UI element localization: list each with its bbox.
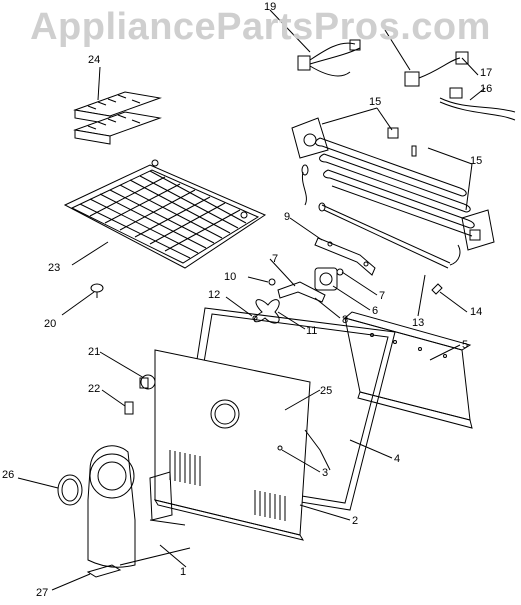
callout-13: 13 <box>412 317 424 329</box>
callout-15a: 15 <box>369 96 381 108</box>
clip-drawing <box>124 401 134 415</box>
callout-6: 6 <box>372 305 378 317</box>
shelf-bumper-drawing <box>90 283 104 298</box>
callout-15b: 15 <box>470 155 482 167</box>
callout-labels: 1 2 3 4 5 6 7 7 8 9 10 11 12 13 14 15 15… <box>2 1 492 599</box>
callout-16: 16 <box>480 83 492 95</box>
callout-12: 12 <box>208 289 220 301</box>
callout-23: 23 <box>48 262 60 274</box>
motor-bracket-drawing <box>277 281 326 303</box>
callout-7b: 7 <box>379 290 385 302</box>
callout-14: 14 <box>470 306 482 318</box>
callout-19: 19 <box>264 1 276 13</box>
defrost-heater-drawing <box>318 202 461 269</box>
callout-24: 24 <box>88 54 100 66</box>
callout-25: 25 <box>320 385 332 397</box>
callout-22: 22 <box>88 383 100 395</box>
evaporator-drawing <box>291 117 495 251</box>
callout-17: 17 <box>480 67 492 79</box>
wire-shelf-drawing <box>63 159 267 269</box>
fan-bracket-drawing <box>314 237 376 276</box>
fan-shroud-drawing <box>87 445 191 568</box>
callout-11: 11 <box>306 325 317 337</box>
heater-clip-drawing <box>431 283 443 295</box>
callout-9: 9 <box>284 211 290 223</box>
fan-ring-drawing <box>57 474 83 506</box>
defrost-harness-drawing <box>404 51 516 121</box>
callout-10: 10 <box>224 271 236 283</box>
callout-21: 21 <box>88 346 100 358</box>
rear-panel-drawing <box>153 349 331 541</box>
callout-27: 27 <box>36 587 48 599</box>
grille-drawing <box>86 564 122 578</box>
channel-drawing <box>343 311 473 429</box>
callout-26: 26 <box>2 469 14 481</box>
fan-motor-drawing <box>314 267 344 291</box>
watermark-logo: AppliancePartsPros.com <box>30 6 491 48</box>
callout-4: 4 <box>394 453 400 465</box>
callout-5: 5 <box>462 339 468 351</box>
callout-2: 2 <box>352 515 358 527</box>
callout-3: 3 <box>322 467 328 479</box>
callout-7a: 7 <box>272 253 278 265</box>
leader-lines <box>17 9 486 591</box>
callout-20: 20 <box>44 318 56 330</box>
callout-1: 1 <box>180 566 186 578</box>
callout-8: 8 <box>342 314 348 326</box>
wire-harness-drawing <box>297 39 361 77</box>
ice-trays-drawing <box>73 91 162 145</box>
